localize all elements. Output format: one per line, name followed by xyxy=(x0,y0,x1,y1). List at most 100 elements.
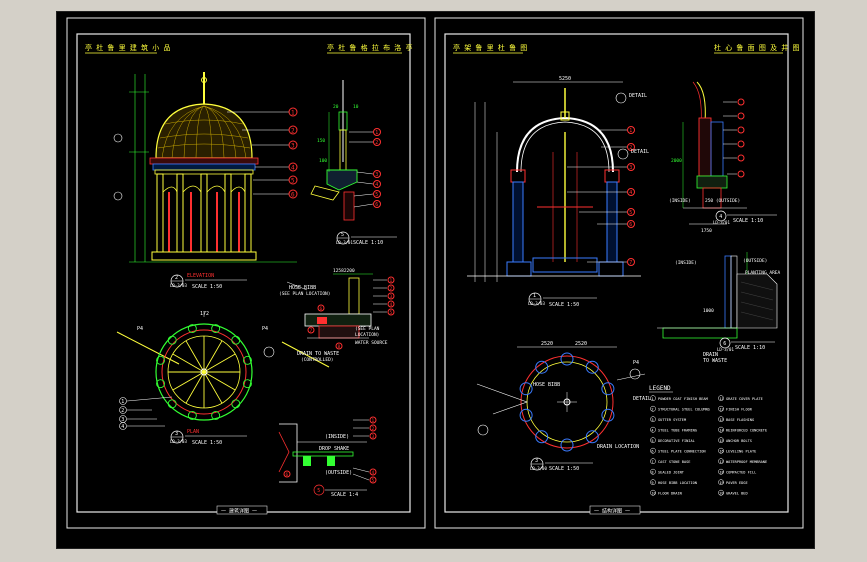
legend-num: 16 xyxy=(719,450,723,454)
detail-b: DETAIL xyxy=(631,149,649,155)
cad-viewport[interactable]: 亭 杜 鲁 里 建 筑 小 品 亭 杜 鲁 格 拉 布 洛 亭 亭 架 鲁 里 … xyxy=(56,11,815,549)
legend-num: 11 xyxy=(719,397,723,401)
callout: 3 xyxy=(372,434,375,440)
detail-dim: 12582200 xyxy=(333,268,355,274)
legend-num: 10 xyxy=(651,492,655,496)
rplan-column xyxy=(585,360,599,374)
legend-num: 8 xyxy=(651,471,653,475)
legend-marker xyxy=(650,468,656,475)
legend-title: LEGEND xyxy=(649,385,671,392)
plan-dim-top: 172 xyxy=(200,311,209,317)
view-num: 6 xyxy=(723,341,726,347)
view-ref: LD-3/01 xyxy=(717,347,734,352)
legend-marker xyxy=(718,416,724,423)
rplan-column xyxy=(560,438,574,452)
legend-item: STRUCTURAL STEEL COLUMNS xyxy=(658,408,710,412)
plan-note-2: LOCATION) xyxy=(355,332,379,338)
right-plan-title: 3 LD-3/00 SCALE 1:50 xyxy=(530,457,593,472)
plan-column xyxy=(156,355,165,365)
view-num: 4 xyxy=(719,214,722,220)
legend-num: 2 xyxy=(651,408,653,412)
view-ref: LD-3/01 xyxy=(336,240,353,245)
legend-item: LEVELING PLATE xyxy=(726,450,756,454)
legend-num: 17 xyxy=(719,460,723,464)
rplan-p4: P4 xyxy=(633,360,639,366)
view-label: ELEVATION xyxy=(187,273,214,279)
callout: 1 xyxy=(629,128,632,134)
legend-marker xyxy=(718,489,724,496)
legend-num: 18 xyxy=(719,471,723,475)
legend-item: FLOOR DRAIN xyxy=(658,492,682,496)
callout: 5 xyxy=(375,192,378,198)
rplan-column xyxy=(519,408,533,422)
rplan-column xyxy=(585,430,599,444)
callout: 8 xyxy=(338,344,341,350)
plan-rafter xyxy=(172,353,205,373)
plan-column xyxy=(211,324,221,333)
legend-item: BASE FLASHING xyxy=(726,418,754,422)
callout: 2 xyxy=(372,426,375,432)
view-num: 5 xyxy=(317,488,320,494)
rplan-drain: DRAIN LOCATION xyxy=(597,444,639,450)
detail-a: DETAIL xyxy=(629,93,647,99)
callout: 6 xyxy=(375,202,378,208)
callout: 1 xyxy=(121,399,124,405)
plan-p4-right: P4 xyxy=(262,326,268,332)
callout: 3 xyxy=(121,417,124,423)
view-scale: SCALE 1:10 xyxy=(353,240,383,246)
left-detail-low-title: 5 SCALE 1:4 xyxy=(313,484,367,498)
legend-num: 19 xyxy=(719,481,723,485)
view-scale: SCALE 1:10 xyxy=(735,345,765,351)
right-elevation-drawing xyxy=(467,81,641,282)
left-footer: 一 建筑详图 一 xyxy=(221,508,257,515)
right-section-title: 4 LD-3/01 SCALE 1:10 xyxy=(713,210,777,225)
right-elevation-callouts: 1 2 3 4 5 6 7 xyxy=(627,126,635,266)
plan-rafter xyxy=(203,371,236,391)
callout: 1 xyxy=(390,278,393,284)
left-plan-callouts: 1 2 3 4 xyxy=(119,397,127,430)
drawing-canvas[interactable]: 亭 杜 鲁 里 建 筑 小 品 亭 杜 鲁 格 拉 布 洛 亭 亭 架 鲁 里 … xyxy=(57,12,814,548)
plan-column xyxy=(156,379,165,389)
view-scale: SCALE 1:50 xyxy=(192,284,222,290)
left-section-callouts: 1 2 3 4 5 6 xyxy=(373,128,381,208)
plan-column xyxy=(211,411,221,420)
rplan-hose: HOSE BIBB xyxy=(533,382,560,388)
section-inside: (INSIDE) xyxy=(669,198,691,204)
view-ref: LD-3/03 xyxy=(170,283,187,288)
view-num: 5 xyxy=(341,232,344,238)
rplan-column xyxy=(601,382,615,396)
right-planting-drawing xyxy=(657,252,778,339)
section-dim: 2000 xyxy=(671,158,682,164)
legend-item: STEEL TUBE FRAMING xyxy=(658,429,697,433)
view-scale: SCALE 1:50 xyxy=(549,302,579,308)
callout: 3 xyxy=(390,294,393,300)
legend-num: 14 xyxy=(719,429,723,433)
legend-num: 1 xyxy=(651,397,653,401)
plan-rafter xyxy=(203,371,223,404)
legend-item: GUTTER SYSTEM xyxy=(658,418,687,422)
view-ref: LD-3/00 xyxy=(530,466,547,471)
drain-note-2: (CONTROLLED) xyxy=(301,357,334,363)
callout: 2 xyxy=(390,286,393,292)
water-source: WATER SOURCE xyxy=(355,340,388,346)
legend-num: 15 xyxy=(719,439,723,443)
planting-outside: (OUTSIDE) xyxy=(743,258,767,264)
callout: 4 xyxy=(375,182,378,188)
legend-marker xyxy=(718,458,724,465)
callout: 5 xyxy=(390,310,393,316)
right-title-right: 杜 心 鲁 面 图 及 井 图 xyxy=(714,43,800,52)
legend-item: CAST STONE BASE xyxy=(658,460,690,464)
left-detail-mid-callouts: 1 2 3 4 5 6 7 8 xyxy=(307,276,395,350)
legend-num: 4 xyxy=(651,429,653,433)
legend-item: ANCHOR BOLTS xyxy=(726,439,752,443)
right-elevation-title: 1 LD-3/03 SCALE 1:50 xyxy=(528,292,597,308)
legend-marker xyxy=(718,437,724,444)
plan-rafter xyxy=(185,371,205,404)
legend-num: 9 xyxy=(651,481,653,485)
left-detail-low-drawing xyxy=(278,419,370,483)
left-detail-mid-drawing xyxy=(286,273,387,339)
legend-item: FINISH FLOOR xyxy=(726,408,753,412)
rplan-column xyxy=(601,408,615,422)
planting-inside: (INSIDE) xyxy=(675,260,697,266)
